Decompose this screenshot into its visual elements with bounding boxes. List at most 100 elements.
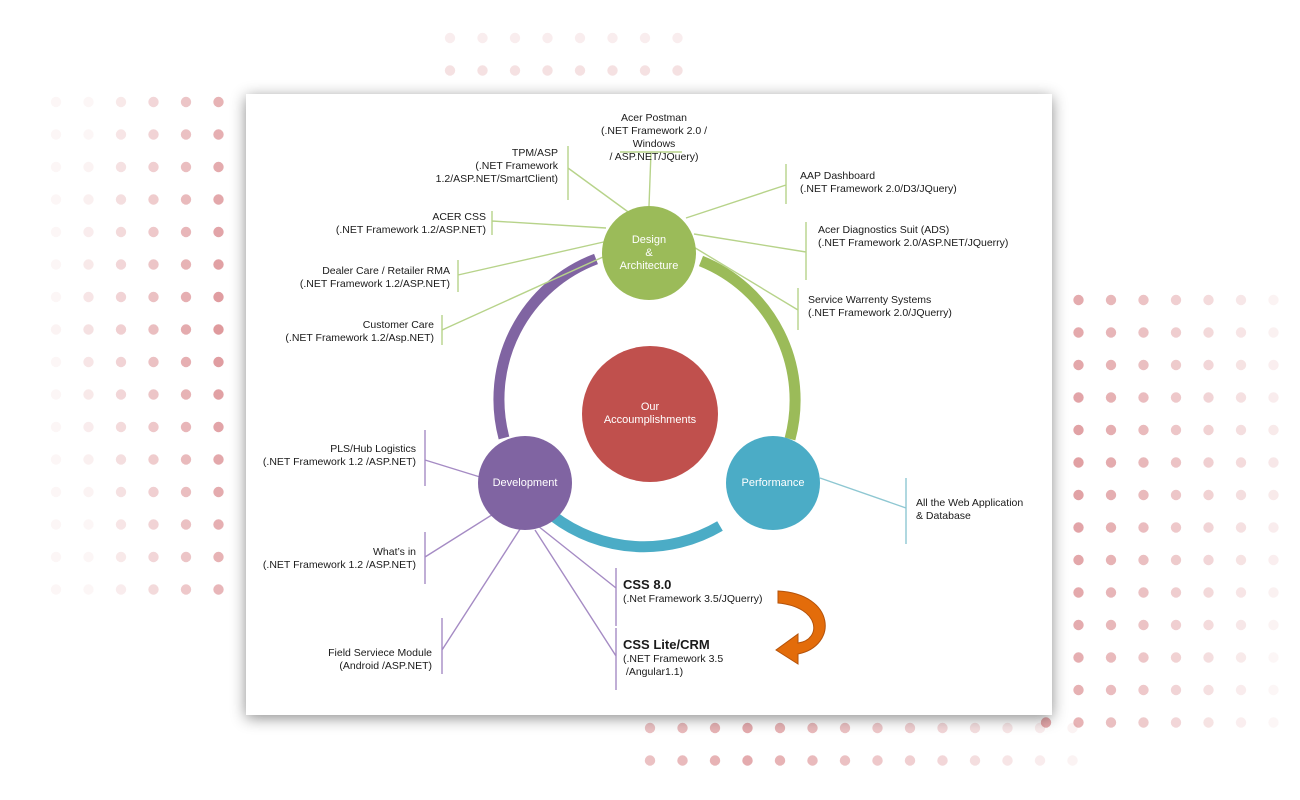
background-dot [1268,587,1279,598]
item-title: ACER CSS [432,211,486,223]
background-dot [1203,392,1214,403]
item-title: Dealer Care / Retailer RMA [322,265,450,277]
background-dot [213,226,224,238]
background-dot [607,32,618,44]
background-dot [1138,522,1149,533]
background-dot [213,421,224,433]
background-dot [1138,587,1149,598]
item-title: TPM/ASP [511,147,558,159]
background-dot [1073,554,1084,566]
background-dot [1268,424,1279,436]
item-title: Acer Diagnostics Suit (ADS) [818,224,950,236]
background-dot [1268,392,1279,403]
background-dot [709,722,721,734]
item-subtitle: (.NET Framework 2.0/JQuerry) [808,307,952,319]
background-dot [1040,717,1052,728]
background-dot [213,454,224,465]
item-title: AAP Dashboard [800,170,876,182]
background-dot [937,755,948,766]
background-dot [1170,554,1182,566]
background-dot [644,755,656,766]
background-dot [148,421,159,433]
background-dot [213,259,224,270]
background-dot [1268,294,1279,306]
design-architecture-node: Design & Architecture [602,206,696,300]
background-dot [1073,457,1084,468]
item-subtitle: (.Net Framework 3.5/JQuerry) [623,593,763,605]
background-dot [148,356,159,368]
background-dot [83,291,94,303]
background-dot [50,454,62,465]
background-dot [180,486,192,498]
background-dot [1235,424,1247,436]
background-dot [639,65,651,76]
background-dot [1170,619,1182,631]
background-dot [1170,652,1182,663]
item-subtitle: & Database [916,510,971,522]
background-dot [774,722,786,734]
background-dot [1170,424,1182,436]
background-dot [1170,392,1182,403]
background-dot [50,161,62,173]
background-dot [1073,619,1084,631]
background-dot [542,65,553,76]
background-dot [83,454,94,465]
background-dot [1073,522,1084,533]
background-dot [1235,684,1247,696]
background-dot [115,194,127,205]
background-dot [937,722,948,734]
background-dot [50,486,62,498]
background-dot [1203,522,1214,533]
background-dot [477,32,488,44]
item-subtitle: (.NET Framework 2.0 / Windows / ASP.NET/… [601,125,707,163]
background-dot [148,324,159,335]
background-dot [872,722,883,734]
background-dot [1268,717,1279,728]
connector-service-warrenty [691,245,799,330]
background-dot [83,324,94,335]
background-dot [213,96,224,108]
connector-css-lite [534,529,617,690]
background-dot [672,32,683,44]
background-dot [839,722,851,734]
background-dot [1073,587,1084,598]
background-dot [180,129,192,140]
background-dot [115,259,127,270]
background-dot [115,519,127,530]
background-dot [50,519,62,530]
background-dot [639,32,651,44]
performance-connectors [819,477,907,544]
background-dot [1235,619,1247,631]
background-dot [1170,522,1182,533]
background-dot [83,259,94,270]
background-dot [1002,755,1013,766]
background-dot [1203,294,1214,306]
background-dot [677,722,688,734]
background-dot [180,519,192,530]
background-dot [1073,489,1084,501]
background-dot [213,356,224,368]
background-dot [213,129,224,140]
background-dot [83,356,94,368]
background-dot [1138,359,1149,371]
background-dot [1235,359,1247,371]
background-dot [1203,717,1214,728]
background-dot [1170,327,1182,338]
background-dot [148,519,159,530]
background-dot [50,226,62,238]
background-dot [1235,457,1247,468]
background-dot [213,519,224,530]
background-dot [1203,554,1214,566]
background-dot [213,194,224,205]
connector-pls-hub [424,430,481,486]
background-dot [1268,327,1279,338]
background-dot [1073,359,1084,371]
dev-item-field-service: Field Serviece Module (Android /ASP.NET) [272,647,432,673]
performance-development-arc [549,511,723,553]
dev-item-pls-hub: PLS/Hub Logistics (.NET Framework 1.2 /A… [256,443,416,469]
background-dot [444,65,456,76]
background-dot [1268,619,1279,631]
background-dot [1105,424,1117,436]
background-dot [969,722,981,734]
background-dot [148,194,159,205]
